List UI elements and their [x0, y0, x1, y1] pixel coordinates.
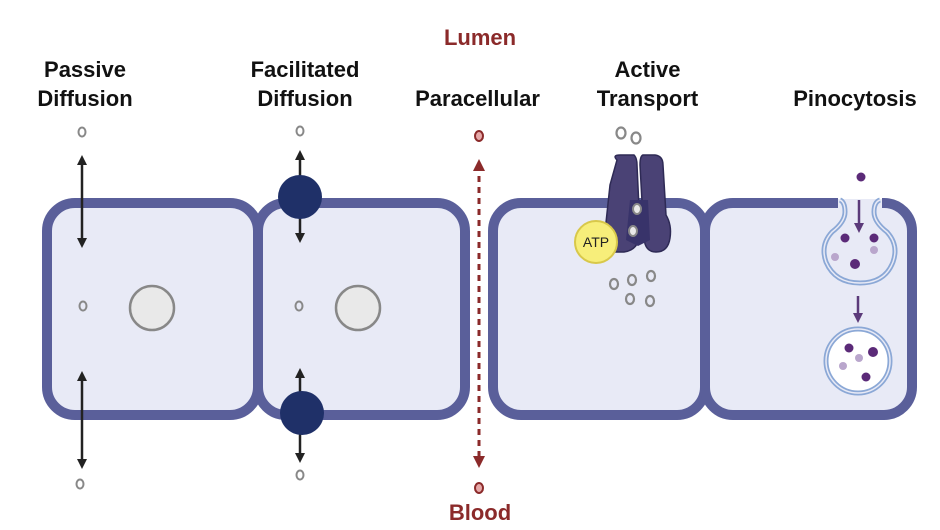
- molecule-icon: [474, 130, 484, 142]
- facilitated-diffusion-group: [278, 125, 324, 481]
- label-blood: Blood: [448, 500, 512, 525]
- carrier-protein-icon: [278, 175, 322, 219]
- molecule-icon: [608, 277, 620, 291]
- atp-icon: ATP: [574, 220, 618, 264]
- nucleus-2: [334, 284, 382, 332]
- label-active-transport: Active Transport: [596, 57, 699, 111]
- label-pinocytosis: Pinocytosis: [793, 86, 917, 111]
- molecule-icon: [295, 469, 305, 481]
- molecule-icon: [295, 125, 305, 137]
- passive-diffusion-group: [75, 126, 88, 490]
- molecule-icon: [77, 126, 87, 138]
- atp-pump-icon: [603, 154, 672, 253]
- cargo-molecule-icon: [856, 172, 866, 182]
- molecule-icon: [644, 294, 656, 308]
- molecule-icon: [615, 126, 627, 140]
- cargo-molecule-icon: [839, 362, 847, 370]
- cargo-molecule-icon: [840, 233, 850, 243]
- molecule-icon: [645, 269, 657, 283]
- nucleus-1: [128, 284, 176, 332]
- cargo-molecule-icon: [861, 372, 871, 382]
- paracellular-group: [473, 130, 485, 494]
- molecule-icon: [294, 300, 304, 312]
- cargo-molecule-icon: [831, 253, 839, 261]
- label-paracellular: Paracellular: [415, 86, 540, 111]
- label-passive-diffusion: Passive Diffusion: [37, 57, 133, 111]
- cargo-molecule-icon: [870, 246, 878, 254]
- cargo-molecule-icon: [869, 233, 879, 243]
- cargo-molecule-icon: [855, 354, 863, 362]
- carrier-protein-icon: [280, 391, 324, 435]
- molecule-icon: [474, 482, 484, 494]
- molecule-icon: [75, 478, 85, 490]
- pinocytosis-group: [821, 172, 898, 396]
- invaginating-vesicle-icon: [821, 197, 898, 286]
- label-lumen: Lumen: [443, 25, 517, 50]
- active-transport-group: ATP: [574, 126, 672, 308]
- molecule-icon: [626, 273, 638, 287]
- atp-label: ATP: [583, 234, 609, 250]
- molecule-icon: [78, 300, 88, 312]
- label-facilitated-diffusion: Facilitated Diffusion: [250, 57, 360, 111]
- cargo-molecule-icon: [868, 347, 878, 357]
- molecule-icon: [630, 131, 642, 145]
- cargo-molecule-icon: [850, 259, 860, 269]
- cargo-molecule-icon: [844, 343, 854, 353]
- molecule-icon: [624, 292, 636, 306]
